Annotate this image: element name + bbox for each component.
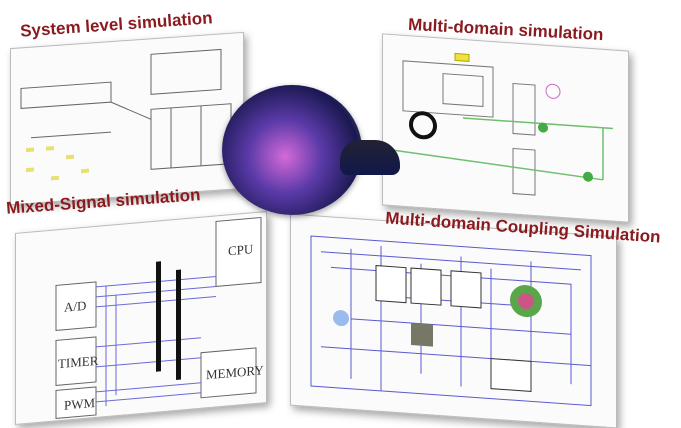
- car-image: [340, 140, 400, 175]
- coupling-schematic: [310, 235, 592, 407]
- pwm-block-label: PWM: [64, 395, 95, 413]
- coupling-panel: [290, 213, 617, 428]
- mixed-signal-schematic: CPU A/D TIMER PWM MEMORY: [55, 216, 264, 419]
- mixed-signal-panel: CPU A/D TIMER PWM MEMORY: [15, 210, 267, 426]
- multi-domain-panel: [382, 33, 629, 223]
- ad-block-label: A/D: [64, 298, 86, 315]
- timer-block-label: TIMER: [58, 353, 99, 372]
- system-level-panel: [10, 31, 244, 206]
- multi-domain-hero-image: [222, 85, 362, 215]
- system-schematic: [20, 48, 232, 181]
- cpu-block-label: CPU: [228, 241, 254, 258]
- multi-domain-schematic: [392, 52, 613, 196]
- memory-block-label: MEMORY: [206, 362, 264, 382]
